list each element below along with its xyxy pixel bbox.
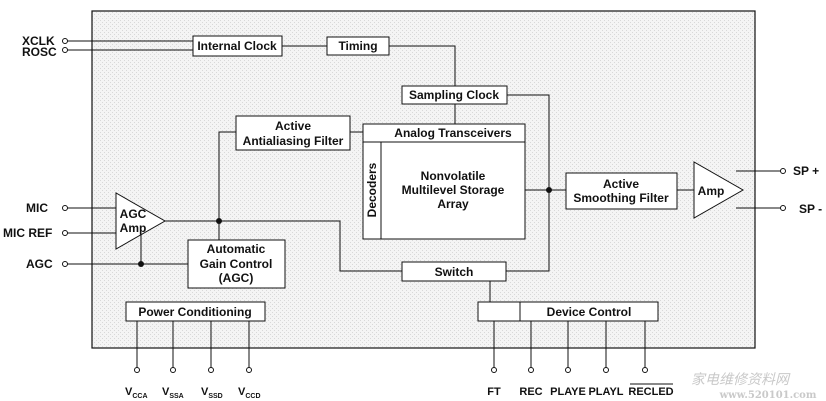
agc-control-block <box>187 239 286 289</box>
agc-amp-label-2: Amp <box>120 221 147 235</box>
device-control-label: Device Control <box>547 305 632 319</box>
pin-sp-minus-label: SP - <box>799 202 822 216</box>
pin-ft-label: FT <box>487 386 501 398</box>
wires <box>67 40 781 368</box>
agc-control-label-3: (AGC) <box>219 271 254 285</box>
pin-terminals <box>62 38 786 373</box>
output-amp-triangle <box>693 161 745 219</box>
agc-control-label-1: Automatic <box>207 242 266 256</box>
amp-label: Amp <box>698 184 725 198</box>
junction-dot-agc-out <box>216 218 222 224</box>
pin-recled-label: RECLED <box>628 386 673 398</box>
pin-playe-label: PLAYE <box>550 386 586 398</box>
watermark-line-2: www.520101.com <box>719 390 817 401</box>
device-control-block <box>477 301 659 322</box>
storage-label-3: Array <box>437 197 469 211</box>
switch-label: Switch <box>435 265 474 279</box>
pin-vssd-label: VSSD <box>201 386 223 400</box>
pin-vccd-label: VCCD <box>238 386 261 400</box>
antialias-label-2: Antialiasing Filter <box>243 134 344 148</box>
antialias-label-1: Active <box>275 119 311 133</box>
junction-dot-smoothing <box>546 187 552 193</box>
watermark-line-1: 家电维修资料网 <box>691 372 791 388</box>
sampling-clock-block <box>401 85 508 105</box>
pin-playl-label: PLAYL <box>588 386 623 398</box>
pin-vssa-label: VSSA <box>162 386 184 400</box>
timing-label: Timing <box>338 39 377 53</box>
pin-micref-label: MIC REF <box>3 226 52 240</box>
antialias-filter-block <box>235 115 351 151</box>
pin-rec-label: REC <box>519 386 542 398</box>
storage-label-1: Nonvolatile <box>421 169 486 183</box>
storage-array-block <box>362 141 526 240</box>
pin-agc-label: AGC <box>26 257 53 271</box>
agc-amp-triangle <box>115 192 167 250</box>
watermark: 家电维修资料网 www.520101.com <box>691 372 817 401</box>
internal-clock-block <box>192 35 283 57</box>
smoothing-label-1: Active <box>603 177 639 191</box>
sampling-clock-label: Sampling Clock <box>409 88 499 102</box>
pin-vcca-label: VCCA <box>125 386 148 400</box>
smoothing-filter-block <box>565 172 678 210</box>
storage-label-2: Multilevel Storage <box>402 183 505 197</box>
timing-block <box>326 36 390 56</box>
pin-xclk-label: XCLK <box>22 34 55 48</box>
pin-sp-plus-label: SP + <box>793 164 819 178</box>
agc-control-label-2: Gain Control <box>200 257 273 271</box>
internal-clock-label: Internal Clock <box>197 39 277 53</box>
agc-amp-label-1: AGC <box>120 207 147 221</box>
power-conditioning-label: Power Conditioning <box>138 305 251 319</box>
pin-rosc-label: ROSC <box>22 45 57 59</box>
power-conditioning-block <box>125 301 266 322</box>
analog-transceivers-label: Analog Transceivers <box>394 126 512 140</box>
junction-dot-agc-pin <box>138 261 144 267</box>
smoothing-label-2: Smoothing Filter <box>573 191 669 205</box>
pin-mic-label: MIC <box>26 201 48 215</box>
decoders-label: Decoders <box>365 162 379 217</box>
decoders-block <box>362 141 382 240</box>
switch-block <box>401 261 507 282</box>
